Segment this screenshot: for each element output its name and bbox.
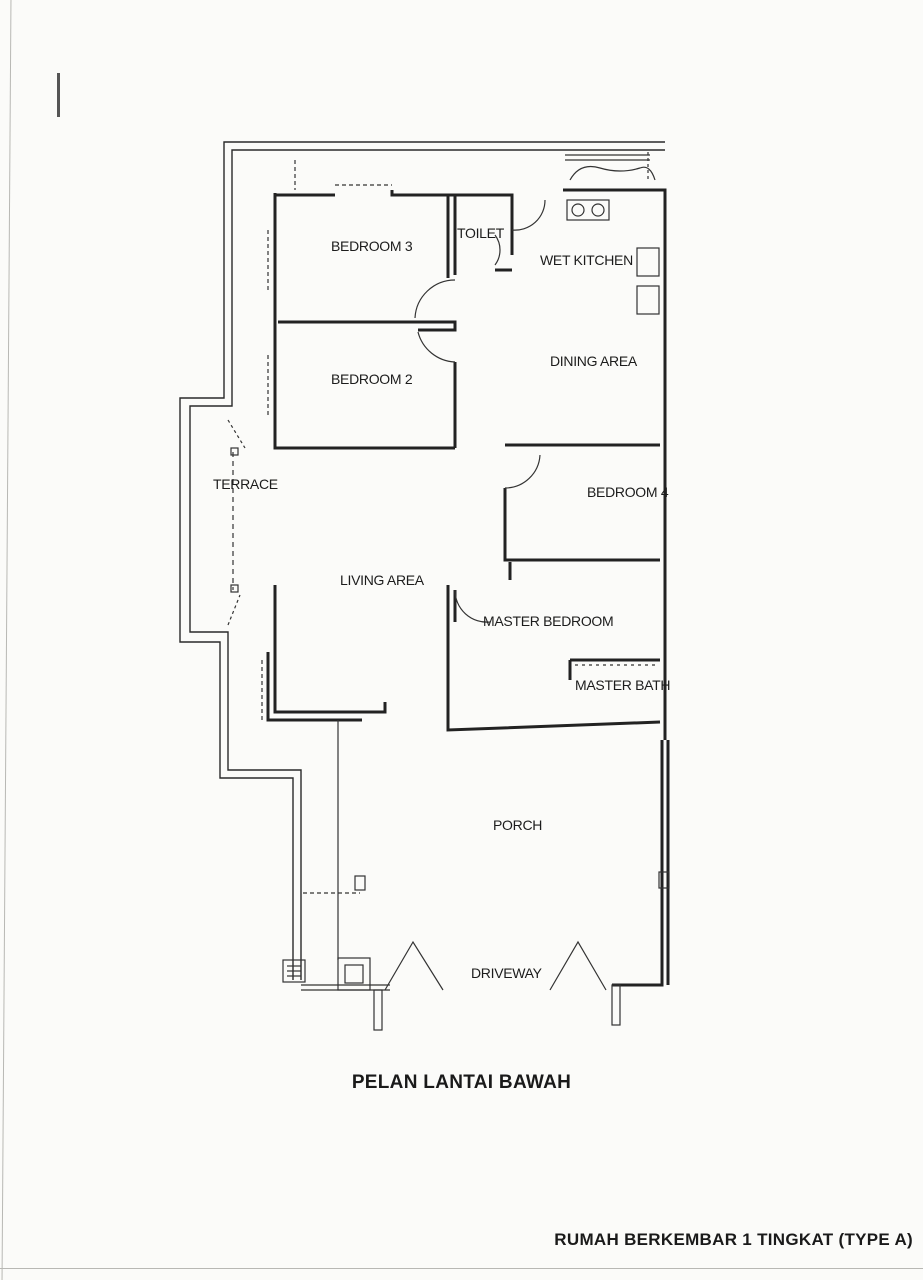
label-master-bath: MASTER BATH: [575, 677, 670, 693]
boundary-lines: [179, 141, 665, 980]
label-dining-area: DINING AREA: [550, 353, 638, 369]
house-walls: [266, 188, 670, 987]
margin-mark: [57, 73, 60, 117]
label-master-bedroom: MASTER BEDROOM: [483, 613, 613, 629]
sheet-edge-bottom: [0, 1268, 923, 1269]
label-bedroom-2: BEDROOM 2: [331, 371, 413, 387]
plan-title: PELAN LANTAI BAWAH: [351, 1072, 572, 1093]
label-living-area: LIVING AREA: [340, 572, 425, 588]
label-bedroom-4: BEDROOM 4: [587, 484, 669, 500]
detail-lines: [227, 152, 670, 1031]
house-type-caption: RUMAH BERKEMBAR 1 TINGKAT (TYPE A): [554, 1230, 913, 1249]
label-wet-kitchen: WET KITCHEN: [540, 252, 633, 268]
label-bedroom-3: BEDROOM 3: [331, 238, 413, 254]
label-terrace: TERRACE: [213, 476, 278, 492]
label-driveway: DRIVEWAY: [471, 965, 543, 981]
label-porch: PORCH: [493, 817, 542, 833]
label-toilet: TOILET: [457, 225, 505, 241]
